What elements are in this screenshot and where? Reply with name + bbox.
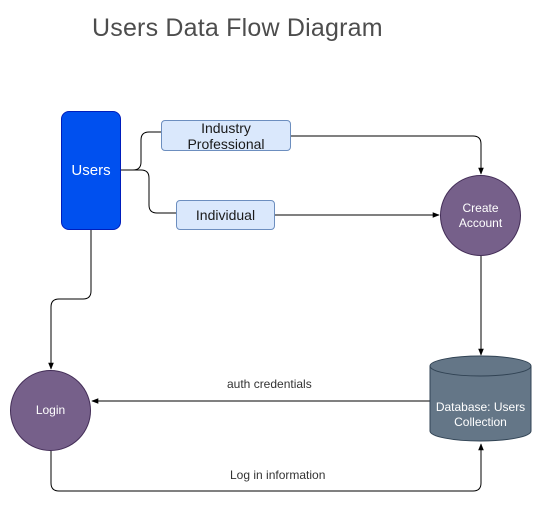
database-cylinder-icon (429, 355, 532, 442)
login-node: Login (10, 370, 91, 451)
individual-node: Individual (176, 200, 275, 230)
auth-credentials-label: auth credentials (227, 377, 312, 391)
database-node-label: Database: Users Collection (435, 400, 526, 429)
create-account-node: Create Account (440, 175, 521, 256)
edge-users-to-individual (121, 169, 176, 214)
edge-professional-to-create-account (291, 135, 484, 175)
diagram-title: Users Data Flow Diagram (92, 14, 383, 42)
edge-login-to-database (50, 443, 484, 492)
industry-professional-node: Industry Professional (161, 120, 291, 152)
edge-users-to-industry-professional (121, 131, 161, 171)
edge-users-to-login (48, 230, 92, 370)
login-information-label: Log in information (230, 468, 326, 482)
users-node: Users (61, 111, 121, 230)
